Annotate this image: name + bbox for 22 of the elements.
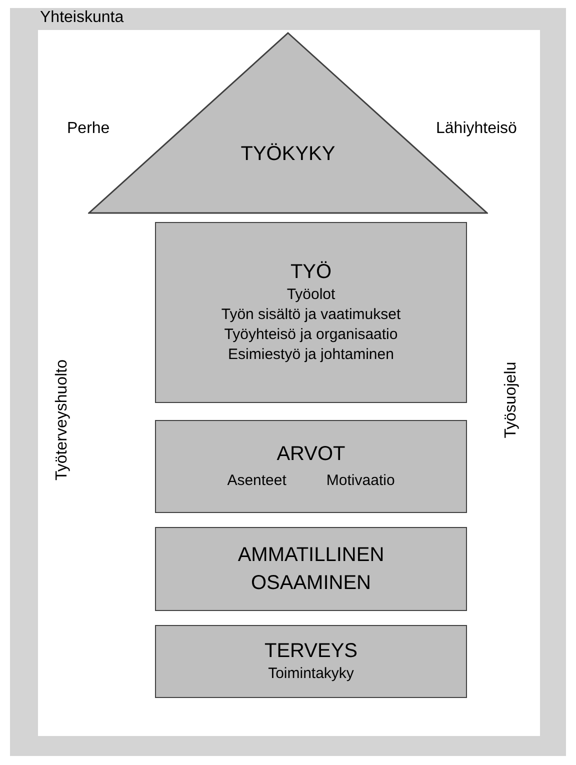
floor-box xyxy=(155,420,467,513)
floor-heading: TERVEYS xyxy=(264,639,358,664)
roof-heading: TYÖKYKY xyxy=(240,142,336,167)
floor-item: Esimiestyö ja johtaminen xyxy=(228,345,394,365)
floor-box xyxy=(155,222,467,403)
floor-item: Asenteet xyxy=(227,471,286,491)
floor-item: Työn sisältö ja vaatimukset xyxy=(221,305,401,325)
floor-heading: ARVOT xyxy=(276,442,346,467)
floor-item: Työolot xyxy=(286,285,336,305)
corner-label: Lähiyhteisö xyxy=(436,120,517,138)
floor-item: Toimintakyky xyxy=(268,664,354,684)
side-label: Työsuojelu xyxy=(502,362,520,438)
floor-heading: AMMATILLINEN OSAAMINEN xyxy=(236,543,386,596)
outer-frame xyxy=(10,8,566,756)
corner-label: Perhe xyxy=(67,120,110,138)
floor-item: Motivaatio xyxy=(326,471,395,491)
floor-item: Työyhteisö ja organisaatio xyxy=(224,325,398,345)
floor-box xyxy=(155,625,467,698)
floor-heading: TYÖ xyxy=(290,260,332,285)
frame-title: Yhteiskunta xyxy=(40,9,124,27)
side-label: Työterveyshuolto xyxy=(52,360,71,480)
floor-box xyxy=(155,527,467,611)
